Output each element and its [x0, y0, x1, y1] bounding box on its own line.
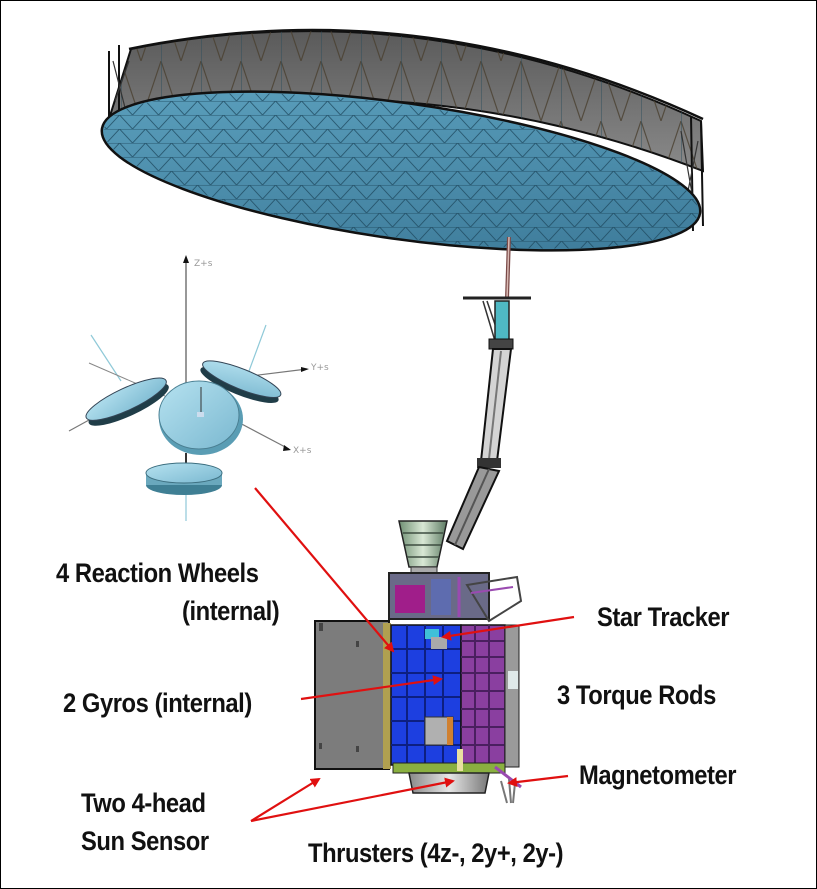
label-torque-rods: 3 Torque Rods	[557, 680, 716, 710]
spacecraft-bus	[314, 520, 523, 804]
sun-sensor-arrow-1	[250, 777, 321, 822]
label-star-tracker: Star Tracker	[597, 602, 730, 632]
callout-arrows	[250, 487, 575, 823]
gyros-arrow	[300, 675, 443, 701]
reaction-wheels-arrow	[254, 487, 395, 653]
magnetometer-arrow	[507, 774, 569, 788]
deployable-mesh-reflector	[100, 28, 705, 252]
y-axis-label: Y+s	[311, 363, 329, 373]
label-reaction-wheels-internal: (internal)	[182, 596, 280, 626]
label-sun-sensor-line2: Sun Sensor	[81, 826, 209, 856]
reflector-boom	[445, 236, 531, 551]
reaction-wheel-assembly	[68, 255, 309, 521]
label-gyros: 2 Gyros (internal)	[63, 688, 252, 718]
z-axis-label: Z+s	[194, 259, 213, 269]
label-thrusters: Thrusters (4z-, 2y+, 2y-)	[308, 838, 564, 868]
sun-sensor-arrow-2	[250, 777, 455, 823]
star-tracker-arrow	[441, 615, 575, 641]
label-magnetometer: Magnetometer	[579, 760, 737, 790]
label-reaction-wheels: 4 Reaction Wheels	[56, 558, 259, 588]
label-sun-sensor-line1: Two 4-head	[81, 788, 206, 818]
x-axis-label: X+s	[293, 446, 312, 456]
